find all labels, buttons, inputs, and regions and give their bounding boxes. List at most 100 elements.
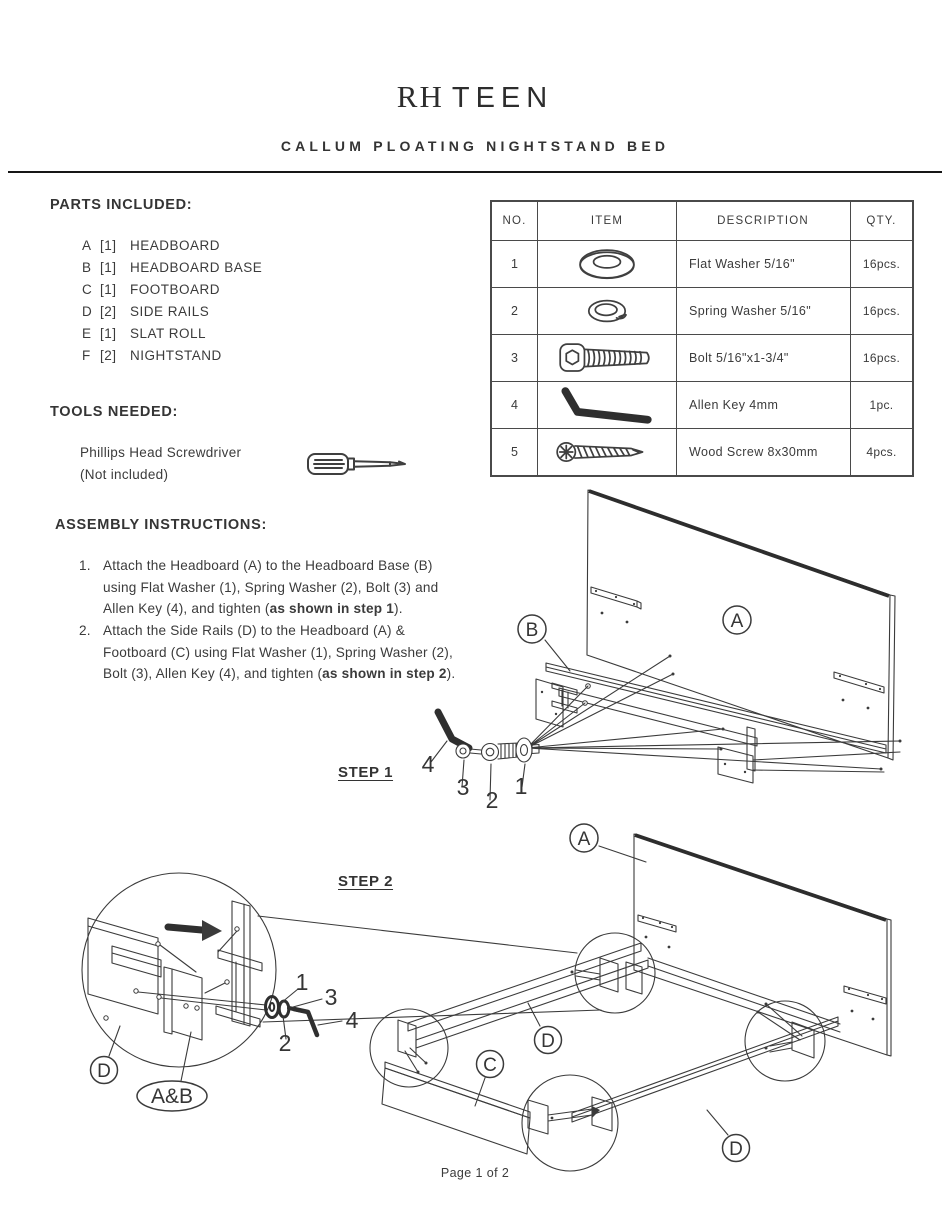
part-letter: B <box>82 259 92 275</box>
col-header-item: ITEM <box>537 200 677 241</box>
col-header-no: NO. <box>490 200 538 241</box>
assembly-step-text: Attach the Side Rails (D) to the Headboa… <box>103 620 455 685</box>
hardware-table-header-row: NO. ITEM DESCRIPTION QTY. <box>490 200 914 241</box>
part-letter: C <box>82 281 93 297</box>
col-header-qty: QTY. <box>850 200 914 241</box>
tool-name: Phillips Head Screwdriver <box>80 445 242 460</box>
spring-washer-icon <box>587 299 627 323</box>
hardware-no: 3 <box>490 334 538 382</box>
step2-callout-c-circle <box>475 1049 505 1079</box>
part-name: HEADBOARD BASE <box>130 259 263 275</box>
step1-headboard-base <box>535 662 901 784</box>
step1-diagram: B A 4 3 2 1 <box>422 489 902 813</box>
step2-num-3: 3 <box>325 984 338 1010</box>
step2-callout-c: C <box>483 1055 497 1076</box>
step1-callout-a: A <box>731 611 744 632</box>
step2-detail-inset <box>81 872 602 1068</box>
header-divider <box>8 171 942 173</box>
step2-footboard <box>381 1061 531 1155</box>
step2-num-4: 4 <box>346 1007 359 1033</box>
step1-num-3: 3 <box>457 774 470 800</box>
assembly-steps-list: 1. Attach the Headboard (A) to the Headbo… <box>79 555 455 685</box>
hardware-item-cell <box>537 287 677 335</box>
assembly-step-line: Footboard (C) using Flat Washer (1), Spr… <box>103 644 453 660</box>
assembly-instructions-heading: ASSEMBLY INSTRUCTIONS: <box>55 517 267 533</box>
part-letter: F <box>82 347 91 363</box>
step2-detail-circles <box>369 932 826 1172</box>
step2-callouts: A D C D D A&B 1 3 4 2 <box>89 823 751 1163</box>
part-name: HEADBOARD <box>130 237 221 253</box>
hardware-qty: 16pcs. <box>850 240 914 288</box>
assembly-step-line: Bolt (3), Allen Key (4), and tighten (as… <box>103 666 456 682</box>
hardware-no: 1 <box>490 240 538 288</box>
hardware-qty: 1pc. <box>850 381 914 429</box>
screwdriver-icon <box>307 453 406 475</box>
hardware-description: Flat Washer 5/16" <box>676 240 851 288</box>
part-qty: [2] <box>100 347 117 363</box>
part-name: NIGHTSTAND <box>130 347 222 363</box>
part-letter: A <box>82 237 92 253</box>
step1-num-4: 4 <box>422 751 435 777</box>
part-qty: [1] <box>100 259 117 275</box>
step2-bed-frame <box>397 942 841 1135</box>
hardware-table-head: NO. ITEM DESCRIPTION QTY. <box>490 200 914 241</box>
hardware-no: 5 <box>490 428 538 477</box>
part-name: SLAT ROLL <box>130 325 207 341</box>
step1-callout-a-circle <box>722 605 752 635</box>
step2-callout-ab: A&B <box>151 1085 193 1108</box>
part-list-item: E[1]SLAT ROLL <box>82 322 262 344</box>
part-list-item: C[1]FOOTBOARD <box>82 278 262 300</box>
part-name: FOOTBOARD <box>130 281 221 297</box>
hardware-description: Allen Key 4mm <box>676 381 851 429</box>
step2-callout-d-side-circle <box>533 1025 563 1055</box>
step2-callout-ab-oval <box>136 1080 208 1112</box>
step1-headboard-panel <box>586 489 896 761</box>
brand-serif-text: RH <box>396 79 444 114</box>
step2-num-2: 2 <box>279 1030 292 1056</box>
assembly-step: 2.Attach the Side Rails (D) to the Headb… <box>79 620 455 685</box>
assembly-step-text: Attach the Headboard (A) to the Headboar… <box>103 555 438 620</box>
col-header-description: DESCRIPTION <box>676 200 851 241</box>
step1-hardware <box>434 708 540 763</box>
hardware-no: 4 <box>490 381 538 429</box>
assembly-step-number: 1. <box>79 558 91 573</box>
hardware-item-cell <box>537 240 677 288</box>
part-list-item: B [1] HEADBOARD BASE <box>82 256 262 278</box>
hardware-description: Spring Washer 5/16" <box>676 287 851 335</box>
step2-callout-d-bottom-circle <box>721 1133 751 1163</box>
step1-num-2: 2 <box>486 787 499 813</box>
part-qty: [2] <box>100 303 117 319</box>
part-name: SIDE RAILS <box>130 303 210 319</box>
step1-callout-b-circle <box>517 614 547 644</box>
part-qty: [1] <box>100 237 117 253</box>
allen-key-icon <box>555 385 659 425</box>
assembly-diagrams: B A 4 3 2 1 <box>81 489 902 1172</box>
hardware-qty: 4pcs. <box>850 428 914 477</box>
brand-sans-text: TEEN <box>451 82 554 114</box>
step1-callout-b: B <box>526 620 539 641</box>
product-title: CALLUM PLOATING NIGHTSTAND BED <box>280 138 670 154</box>
hardware-description: Wood Screw 8x30mm <box>676 428 851 477</box>
part-list-item: F [2] NIGHTSTAND <box>82 344 262 366</box>
hardware-table-row: 1 Flat Washer 5/16"16pcs. <box>490 240 914 288</box>
step2-label: STEP 2 <box>338 873 394 890</box>
step1-num-1: 1 <box>515 773 528 799</box>
part-letter: E <box>82 325 92 341</box>
assembly-step-line: Attach the Side Rails (D) to the Headboa… <box>103 623 406 639</box>
step2-headboard-panel <box>633 833 892 1057</box>
step1-alignment-lines <box>526 654 902 771</box>
step2-callout-a-circle <box>569 823 599 853</box>
hardware-qty: 16pcs. <box>850 334 914 382</box>
hardware-qty: 16pcs. <box>850 287 914 335</box>
step1-callouts: B A 4 3 2 1 <box>422 605 752 813</box>
step2-callout-d-side: D <box>541 1031 555 1052</box>
parts-included-list: A [1] HEADBOARD B [1] HEADBOARD BASE C[1]FOOTB… <box>82 234 262 366</box>
step2-callout-a: A <box>578 829 591 850</box>
page-number: Page 1 of 2 <box>440 1166 510 1180</box>
step2-callout-d-bottom: D <box>729 1139 743 1160</box>
